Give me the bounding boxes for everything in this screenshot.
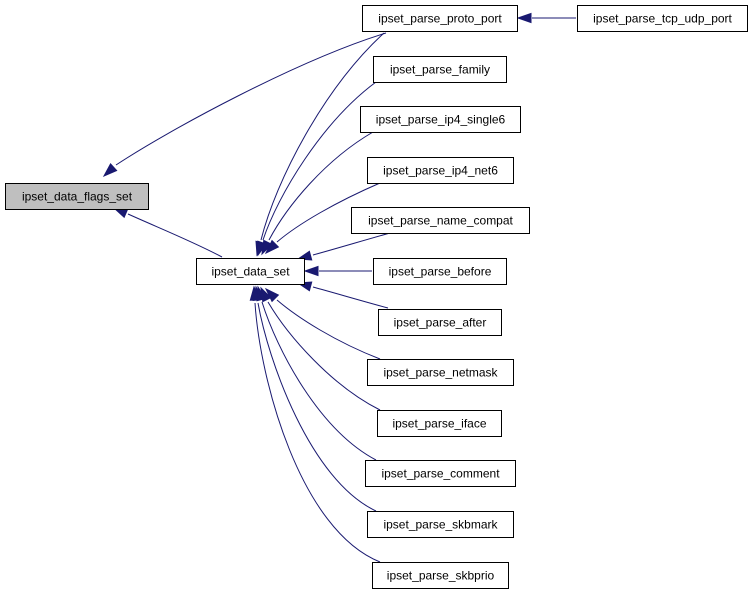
edge-arrowhead — [516, 12, 532, 24]
edge-line — [115, 32, 387, 166]
edge-line — [254, 302, 381, 563]
node-box[interactable] — [373, 56, 507, 83]
node-label: ipset_parse_comment — [381, 467, 500, 481]
edge-line — [276, 182, 381, 243]
node-family[interactable]: ipset_parse_family — [373, 56, 507, 83]
edge-arrowhead — [303, 265, 319, 277]
edge-skbprio-to-data_set — [249, 285, 381, 563]
edge-ip4_net6-to-data_set — [264, 182, 381, 255]
edge-iface-to-data_set — [260, 286, 381, 411]
node-label: ipset_parse_ip4_net6 — [383, 164, 498, 178]
edge-arrowhead — [261, 239, 273, 256]
node-box[interactable] — [367, 359, 514, 386]
edge-skbmark-to-data_set — [252, 285, 377, 512]
node-box[interactable] — [360, 106, 521, 133]
node-label: ipset_parse_iface — [392, 417, 486, 431]
edge-proto_port-to-flags — [102, 32, 387, 178]
node-label: ipset_parse_name_compat — [368, 214, 513, 228]
node-label: ipset_parse_family — [390, 63, 490, 77]
node-skbmark[interactable]: ipset_parse_skbmark — [367, 511, 514, 538]
edge-before-to-data_set — [303, 265, 372, 277]
node-comment[interactable]: ipset_parse_comment — [365, 460, 516, 487]
edge-line — [276, 299, 381, 360]
node-box[interactable] — [196, 258, 305, 285]
node-name-compat[interactable]: ipset_parse_name_compat — [351, 207, 530, 234]
edge-arrowhead — [264, 239, 280, 255]
node-data-set[interactable]: ipset_data_set — [196, 258, 305, 285]
node-label: ipset_parse_proto_port — [378, 12, 502, 26]
edge-line — [312, 232, 391, 256]
nodes-layer: ipset_data_flags_set ipset_data_set ipset_… — [5, 5, 748, 589]
node-label: ipset_parse_before — [389, 265, 492, 279]
edge-line — [260, 32, 385, 241]
node-box[interactable] — [367, 157, 514, 184]
node-netmask[interactable]: ipset_parse_netmask — [367, 359, 514, 386]
edge-line — [268, 131, 374, 241]
node-box[interactable] — [362, 5, 518, 32]
node-iface[interactable]: ipset_parse_iface — [377, 410, 502, 437]
node-box[interactable] — [5, 183, 149, 210]
node-skbprio[interactable]: ipset_parse_skbprio — [372, 562, 509, 589]
node-box[interactable] — [351, 207, 530, 234]
node-tcp-udp-port[interactable]: ipset_parse_tcp_udp_port — [577, 5, 748, 32]
node-box[interactable] — [365, 460, 516, 487]
edge-line — [267, 301, 381, 411]
edge-line — [257, 302, 377, 512]
edge-line — [261, 301, 377, 461]
node-box[interactable] — [378, 309, 502, 336]
node-label: ipset_parse_after — [394, 316, 487, 330]
node-label: ipset_parse_skbmark — [383, 518, 498, 532]
node-box[interactable] — [577, 5, 748, 32]
edge-line — [262, 81, 377, 241]
edge-line — [312, 286, 389, 309]
node-label: ipset_data_flags_set — [22, 190, 133, 204]
node-ip4-net6[interactable]: ipset_parse_ip4_net6 — [367, 157, 514, 184]
node-box[interactable] — [377, 410, 502, 437]
node-label: ipset_parse_ip4_single6 — [376, 113, 506, 127]
edge-arrowhead — [102, 163, 118, 178]
edge-name_compat-to-data_set — [296, 232, 391, 261]
node-label: ipset_parse_tcp_udp_port — [593, 12, 732, 26]
node-proto-port[interactable]: ipset_parse_proto_port — [362, 5, 518, 32]
edge-arrowhead — [249, 285, 261, 301]
node-label: ipset_parse_netmask — [383, 366, 498, 380]
edge-tcp_udp_port-to-proto_port — [516, 12, 576, 24]
node-flags[interactable]: ipset_data_flags_set — [5, 183, 149, 210]
edges-layer — [102, 12, 576, 563]
edge-data_set-to-flags — [112, 207, 223, 258]
node-box[interactable] — [372, 562, 509, 589]
node-before[interactable]: ipset_parse_before — [373, 258, 507, 285]
node-ip4-single6[interactable]: ipset_parse_ip4_single6 — [360, 106, 521, 133]
edge-ip4_single6-to-data_set — [261, 131, 374, 256]
node-box[interactable] — [373, 258, 507, 285]
node-after[interactable]: ipset_parse_after — [378, 309, 502, 336]
edge-after-to-data_set — [296, 281, 389, 309]
node-box[interactable] — [367, 511, 514, 538]
node-label: ipset_data_set — [211, 265, 290, 279]
node-label: ipset_parse_skbprio — [387, 569, 495, 583]
edge-line — [127, 213, 223, 258]
